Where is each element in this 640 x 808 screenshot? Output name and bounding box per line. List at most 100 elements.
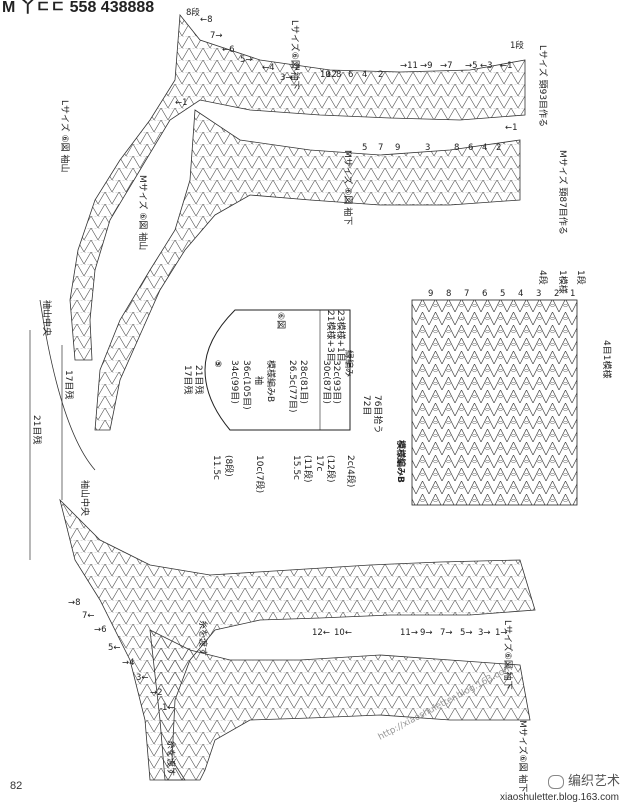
- schematic-top-fig: ⑥図: [275, 312, 286, 329]
- row-num: ←1: [500, 61, 513, 71]
- lower-row: 3→: [478, 628, 491, 638]
- row-num: ←3: [480, 61, 493, 71]
- row-num: ←4: [262, 63, 275, 73]
- pattern-b-title: 模様編みB: [395, 440, 407, 483]
- schematic-width-36: 36c(105目): [241, 360, 252, 410]
- l-size-label: Lサイズ⑥図 袖下: [289, 20, 301, 90]
- row-num: 5→: [240, 55, 253, 65]
- pattern-b-side: 1模様: [557, 270, 569, 294]
- row-num: 2: [378, 70, 383, 80]
- lower-m-label: Mサイズ⑥図 袖下: [517, 720, 529, 792]
- width-21-label: 21目残: [31, 415, 43, 444]
- width-17-label: 17目残: [63, 370, 75, 399]
- upper-row-numbers: ←8 7→ ←6 5→ ←4 3→ 2 ←1 2 4 6 8 10 12 ←1 …: [175, 15, 518, 153]
- row-num: →9: [420, 61, 433, 71]
- row-8-label: 8段: [186, 7, 200, 18]
- row-num: 5: [362, 143, 367, 153]
- row-num: →5: [465, 61, 478, 71]
- yarn-label-1: 糸を渡す: [197, 620, 209, 656]
- schematic-h-12r: (12段): [325, 455, 337, 482]
- row-num: 8: [336, 70, 341, 80]
- lower-row: →8: [68, 598, 81, 608]
- center-measurements: 袖山中央 21目残 17目残 袖山中央: [29, 300, 91, 560]
- lower-body-chart: Lサイズ⑥図 袖下 Mサイズ⑥図 袖下 糸を渡す 糸を渡す →8 7← →6 5…: [59, 498, 536, 792]
- lower-row: →2: [150, 688, 163, 698]
- pattern-b-row: 1: [570, 289, 575, 299]
- schematic-h-30: 30c(87目): [321, 360, 332, 404]
- row-num: 2: [295, 63, 300, 73]
- pattern-b-row: 8: [446, 289, 451, 299]
- row-num: 6: [348, 70, 353, 80]
- lower-row: 10←: [334, 628, 352, 638]
- schematic-width-34: 34c(99目): [229, 360, 240, 404]
- lower-row: 12←: [312, 628, 330, 638]
- yarn-label-2: 糸を渡す: [165, 740, 177, 776]
- row-num: 4: [482, 143, 487, 153]
- pattern-b-side: 4段: [537, 270, 549, 285]
- row-num: 2: [496, 143, 501, 153]
- schematic-h-17: 17c: [314, 455, 324, 471]
- schematic-pattern: 模様編みB: [265, 360, 277, 402]
- row-1-label: 1段: [510, 40, 524, 51]
- schematic-h-10: 10c(7段): [254, 455, 266, 493]
- lower-row: 7→: [440, 628, 453, 638]
- brand-watermark: 编织艺术: [548, 770, 620, 789]
- schematic-h-32: 32c(93目): [331, 360, 342, 404]
- pattern-b-row: 7: [464, 289, 469, 299]
- lower-row: →6: [94, 625, 107, 635]
- page-header-text: M 丫ㄷㄷ 558 438888: [2, 0, 155, 16]
- row-num: ←1: [505, 123, 518, 133]
- row-num: 8: [454, 143, 459, 153]
- lower-row: 9→: [420, 628, 433, 638]
- row-num: 10: [320, 70, 331, 80]
- upper-right-labels: Lサイズ⑥図 袖下 Lサイズ 頸93目作る Mサイズ ⑥図 袖下 Mサイズ 頸8…: [59, 7, 569, 250]
- sleeve-schematic: ⑤ 袖 模様編みB ⑥図 17目残 21目残 34c(99目) 36c(105目…: [182, 309, 384, 493]
- wechat-icon: [548, 774, 564, 789]
- row-num: 12: [326, 70, 337, 80]
- pattern-b-row: 5: [500, 289, 505, 299]
- schematic-h-8: (8段): [223, 455, 235, 477]
- l-size-note: Lサイズ 頸93目作る: [537, 45, 549, 127]
- pattern-b-side: 1段: [575, 270, 587, 285]
- row-num: →7: [440, 61, 453, 71]
- schematic-h-11r: (11段): [302, 455, 314, 482]
- left-l-label: Lサイズ ⑥図 袖山: [59, 100, 71, 173]
- lower-l-label: Lサイズ⑥図 袖下: [502, 620, 514, 690]
- m-size-note: Mサイズ 頸87目作る: [557, 150, 569, 235]
- schematic-symbol: ⑤: [212, 360, 222, 368]
- page-number: 82: [10, 780, 23, 792]
- schematic-rows-21: 21目残: [193, 365, 205, 394]
- schematic-h-28: 28c(81目): [298, 360, 309, 404]
- pattern-b-row: 4: [518, 289, 523, 299]
- pattern-b-row: 9: [428, 289, 433, 299]
- m-size-label: Mサイズ ⑥図 袖下: [342, 150, 354, 225]
- row-num: 3→: [280, 73, 293, 83]
- row-num: 4: [362, 70, 367, 80]
- lower-row: 5←: [108, 643, 121, 653]
- pattern-b-row: 6: [482, 289, 487, 299]
- sleeve-center2-label: 袖山中央: [79, 480, 91, 516]
- pattern-b-row: 3: [536, 289, 541, 299]
- pattern-b-row: 2: [554, 289, 559, 299]
- row-num: →11: [400, 61, 418, 71]
- footer-url: xiaoshuletter.blog.163.com: [500, 792, 619, 803]
- row-num: ←1: [175, 98, 188, 108]
- row-num: 7→: [210, 31, 223, 41]
- lower-row: 1→: [495, 628, 508, 638]
- row-num: 9: [395, 143, 400, 153]
- lower-row: 1←: [162, 703, 175, 713]
- lower-row: 7←: [82, 611, 95, 621]
- schematic-h-15: 15.5c: [291, 455, 301, 480]
- schematic-incdec-1: 21模様+3目: [325, 310, 337, 362]
- schematic-rows-17: 17目残: [182, 365, 194, 394]
- row-num: 3: [425, 143, 430, 153]
- row-num: ←8: [200, 15, 213, 25]
- pattern-b-chart: 模様編みB 9 8 7 6 5 4 3 2 1 4段 1模様 1段 4目1模様: [395, 270, 613, 506]
- lower-row: 11→: [400, 628, 418, 638]
- schematic-h-11: 11.5c: [211, 455, 221, 480]
- schematic-bottom-72: 72目: [361, 395, 372, 415]
- schematic-incdec-2: 23模様+1目: [335, 310, 347, 362]
- schematic-border: 縁編み: [343, 350, 355, 377]
